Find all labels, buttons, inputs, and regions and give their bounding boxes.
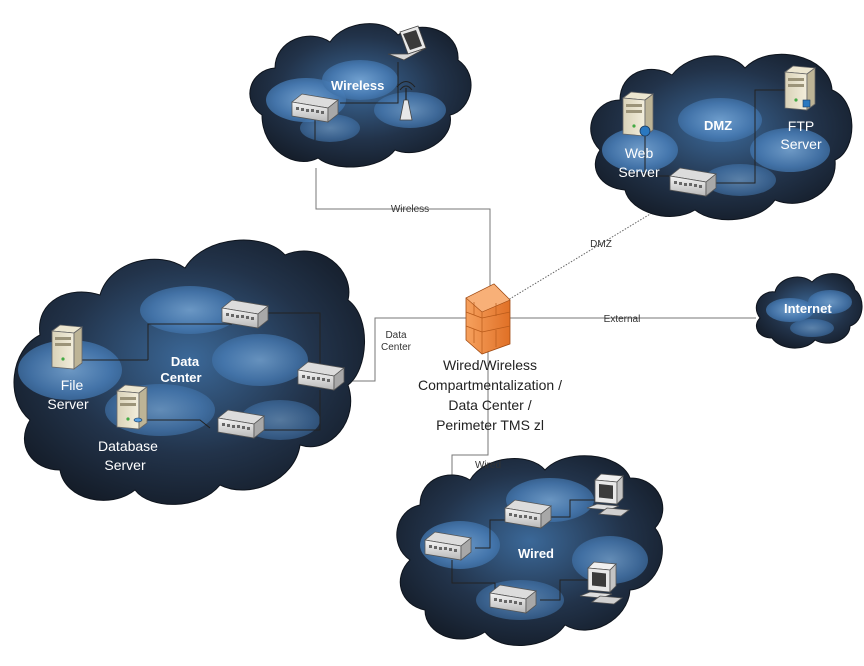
cloud-internet: Internet (755, 273, 863, 349)
dmz-contents: DMZ Web Server FTP Server (618, 65, 822, 197)
zone-label-data-center-2: Center (160, 370, 201, 385)
link-label-wireless: Wireless (391, 204, 429, 215)
link-label-external: External (604, 314, 641, 325)
firewall-label-line-3: Data Center / (448, 397, 531, 413)
zone-label-internet: Internet (784, 301, 832, 316)
zone-label-data-center-1: Data (171, 354, 200, 369)
link-dmz (497, 195, 681, 307)
wireless-contents: Wireless (291, 25, 427, 140)
cloud-wired (396, 455, 664, 647)
firewall-label: Wired/Wireless Compartmentalization / Da… (418, 357, 562, 433)
cloud-data-center (13, 239, 365, 505)
ftp-server-label-1: FTP (788, 118, 814, 134)
web-server-label-1: Web (625, 145, 654, 161)
file-server-label-1: File (61, 377, 84, 393)
link-data-center (345, 317, 466, 382)
link-label-wired: Wired (475, 460, 501, 471)
laptop-icon (387, 25, 427, 61)
link-wireless (315, 168, 491, 288)
firewall-label-line-4: Perimeter TMS zl (436, 417, 544, 433)
zone-label-dmz: DMZ (704, 118, 732, 133)
link-label-dmz: DMZ (590, 239, 612, 250)
firewall-label-line-2: Compartmentalization / (418, 377, 562, 393)
file-server-icon (51, 324, 83, 370)
link-label-data-center-1: Data (385, 330, 407, 341)
cloud-wireless (249, 23, 472, 168)
firewall-icon (465, 283, 511, 355)
web-server-label-2: Server (618, 164, 660, 180)
zone-label-wireless: Wireless (331, 78, 384, 93)
ftp-server-icon (784, 65, 816, 111)
database-server-icon (116, 384, 148, 430)
firewall-label-line-1: Wired/Wireless (443, 357, 537, 373)
link-label-data-center-2: Center (381, 342, 412, 353)
access-point-icon (396, 81, 416, 121)
data-center-contents: Data Center File Server Database Server (47, 299, 345, 473)
database-server-label-2: Server (104, 457, 146, 473)
database-server-label-1: Database (98, 438, 158, 454)
wired-contents: Wired (424, 473, 630, 614)
ftp-server-label-2: Server (780, 136, 822, 152)
zone-label-wired: Wired (518, 546, 554, 561)
file-server-label-2: Server (47, 396, 89, 412)
